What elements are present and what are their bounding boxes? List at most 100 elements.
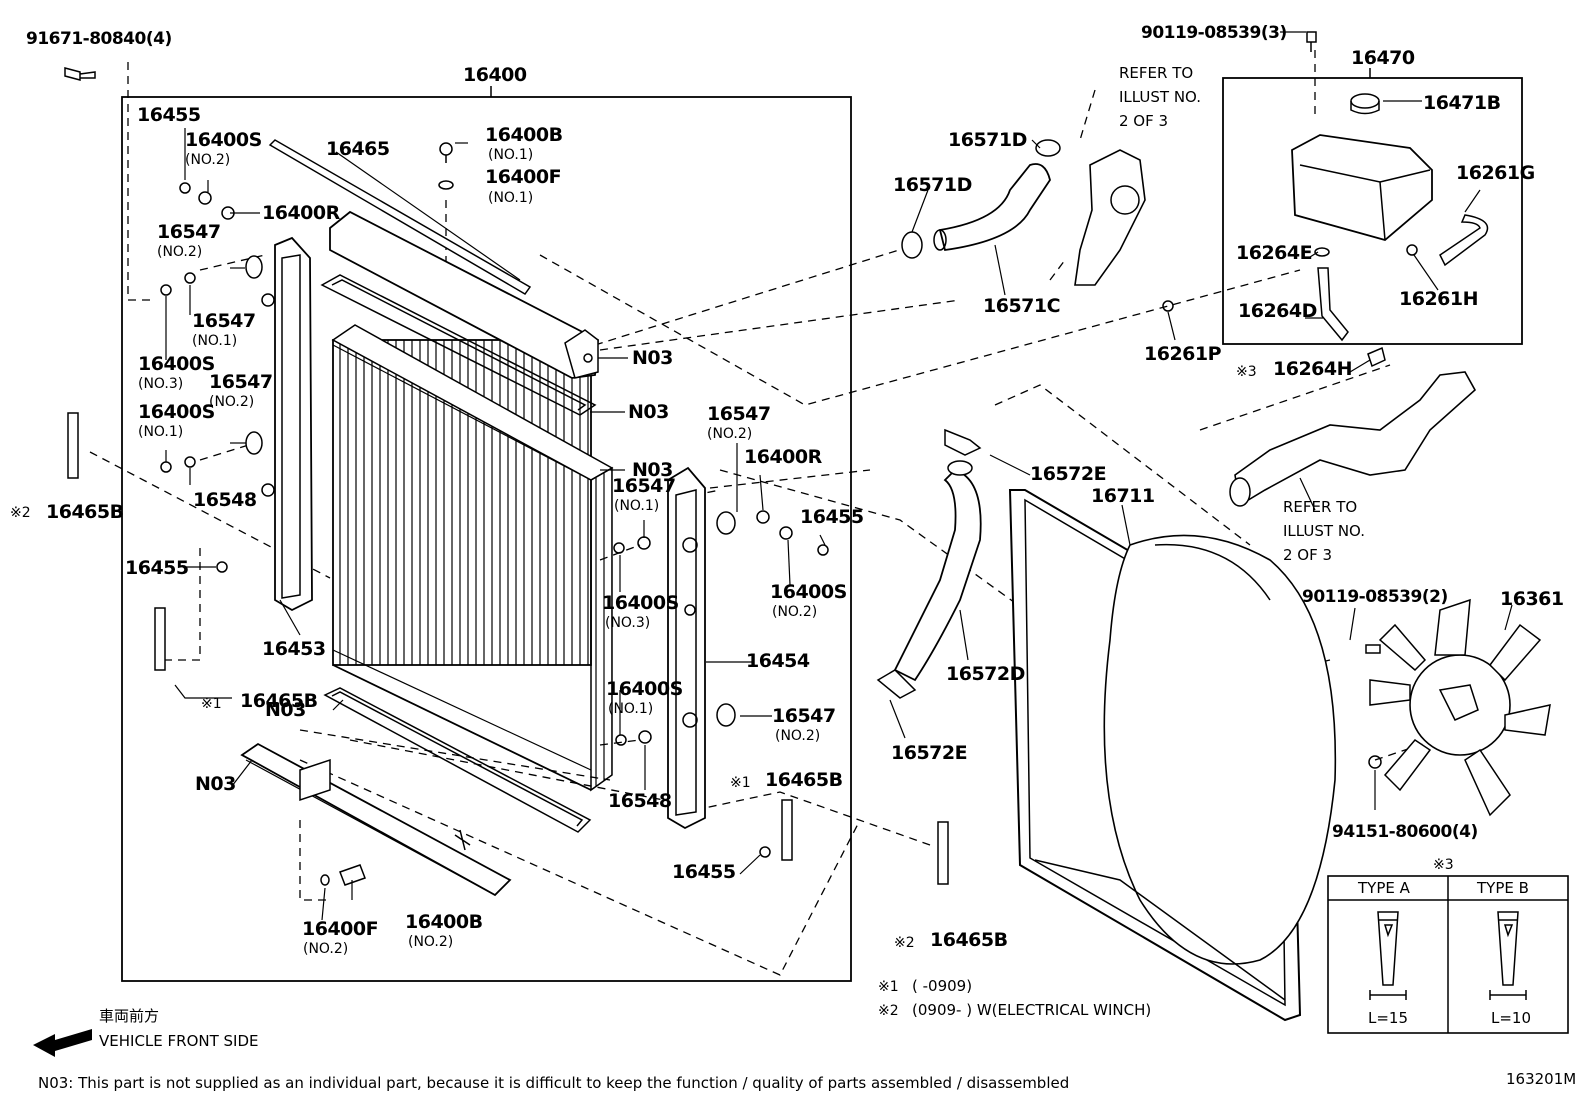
upper-gasket xyxy=(320,274,597,416)
part-16400F-note: (NO.2) xyxy=(303,941,349,957)
part-16547-note: (NO.2) xyxy=(157,244,203,260)
seal-strip-b xyxy=(154,607,166,671)
footnote-mark-2: ※2 xyxy=(878,1003,899,1019)
type-a-length: L=15 xyxy=(1368,1009,1409,1027)
part-16400F: 16400F xyxy=(485,166,562,188)
refer-note-line1: REFER TO xyxy=(1119,64,1194,82)
part-16465B: 16465B xyxy=(46,501,124,523)
part-16400S: 16400S xyxy=(606,678,683,700)
left-side-support xyxy=(261,236,313,612)
part-N03: N03 xyxy=(632,347,673,369)
footnote-1-text: ( -0909) xyxy=(912,977,973,995)
seal-strip-a xyxy=(67,412,79,479)
part-16471B: 16471B xyxy=(1423,92,1501,114)
note-mark-1: ※1 xyxy=(730,775,751,791)
part-16547-note: (NO.1) xyxy=(614,498,660,514)
part-16400S-note: (NO.2) xyxy=(772,604,818,620)
part-16572E: 16572E xyxy=(891,742,968,764)
coolant-reservoir xyxy=(1162,31,1489,368)
diagram-code: 163201M xyxy=(1506,1070,1577,1088)
part-16465B: 16465B xyxy=(240,690,318,712)
cooling-fan xyxy=(1365,598,1551,817)
part-16400F: 16400F xyxy=(302,918,379,940)
part-16455: 16455 xyxy=(800,506,864,528)
part-16547-note: (NO.2) xyxy=(707,426,753,442)
part-16400B: 16400B xyxy=(405,911,483,933)
part-16400B-note: (NO.2) xyxy=(408,934,454,950)
part-16400S: 16400S xyxy=(602,592,679,614)
part-16400B: 16400B xyxy=(485,124,563,146)
part-16547-note: (NO.1) xyxy=(192,333,238,349)
part-16465: 16465 xyxy=(326,138,390,160)
part-16400S: 16400S xyxy=(185,129,262,151)
refer-note-line3: 2 OF 3 xyxy=(1119,112,1169,130)
note-mark-1: ※1 xyxy=(201,696,222,712)
front-label-jp: 車両前方 xyxy=(99,1007,160,1025)
part-16361: 16361 xyxy=(1500,588,1564,610)
note-mark-2: ※2 xyxy=(894,935,915,951)
upper-hose xyxy=(901,139,1061,259)
solid-leaders xyxy=(165,31,1513,921)
part-16400S: 16400S xyxy=(138,401,215,423)
type-b-length: L=10 xyxy=(1491,1009,1532,1027)
part-16571C: 16571C xyxy=(983,295,1061,317)
footnote-2-text: (0909- ) W(ELECTRICAL WINCH) xyxy=(912,1001,1152,1019)
part-16400S-note: (NO.3) xyxy=(138,376,184,392)
part-16547: 16547 xyxy=(772,705,836,727)
refer-note-line3: 2 OF 3 xyxy=(1283,546,1333,564)
part-16547: 16547 xyxy=(612,475,676,497)
part-16400S: 16400S xyxy=(138,353,215,375)
right-side-support xyxy=(667,466,706,830)
footnote-mark-1: ※1 xyxy=(878,979,899,995)
part-16455: 16455 xyxy=(137,104,201,126)
part-16400R: 16400R xyxy=(262,202,340,224)
type-table-mark: ※3 xyxy=(1433,857,1454,873)
radiator-assembly-frame xyxy=(121,96,852,982)
part-16571D: 16571D xyxy=(893,174,972,196)
part-16547-note: (NO.2) xyxy=(775,728,821,744)
seal-strip-d xyxy=(937,821,949,885)
part-N03: N03 xyxy=(265,699,306,721)
note-mark-3: ※3 xyxy=(1236,364,1257,380)
part-16400S: 16400S xyxy=(770,581,847,603)
note-mark-2: ※2 xyxy=(10,505,31,521)
fan-shroud xyxy=(1008,489,1337,1022)
part-16264E: 16264E xyxy=(1236,242,1313,264)
part-16547: 16547 xyxy=(192,310,256,332)
part-16261P: 16261P xyxy=(1144,343,1222,365)
reservoir-box xyxy=(1222,77,1523,345)
part-16400R: 16400R xyxy=(744,446,822,468)
part-16453: 16453 xyxy=(262,638,326,660)
part-16400F-note: (NO.1) xyxy=(488,190,534,206)
part-16711: 16711 xyxy=(1091,485,1155,507)
part-N03: N03 xyxy=(195,773,236,795)
part-16455: 16455 xyxy=(125,557,189,579)
part-16400S-note: (NO.3) xyxy=(605,615,651,631)
top-seal xyxy=(268,139,532,295)
part-16548: 16548 xyxy=(193,489,257,511)
upper-tank xyxy=(329,210,599,379)
part-94151-80600: 94151-80600(4) xyxy=(1332,822,1478,842)
part-N03: N03 xyxy=(632,459,673,481)
refer-note-line2: ILLUST NO. xyxy=(1283,522,1366,540)
type-b-header: TYPE B xyxy=(1477,879,1529,897)
water-outlet xyxy=(1074,149,1146,286)
part-16264H: 16264H xyxy=(1273,358,1353,380)
part-16547-note: (NO.2) xyxy=(209,394,255,410)
part-16261H: 16261H xyxy=(1399,288,1479,310)
part-16400-assembly: 16400 xyxy=(463,64,527,86)
lower-hose xyxy=(876,428,982,699)
type-a-header: TYPE A xyxy=(1358,879,1410,897)
seal-strip-c xyxy=(781,799,793,861)
part-16572D: 16572D xyxy=(946,663,1025,685)
part-16264D: 16264D xyxy=(1238,300,1317,322)
part-16400B-note: (NO.1) xyxy=(488,147,534,163)
part-91671-80840: 91671-80840(4) xyxy=(26,29,172,49)
part-90119-08539: 90119-08539(3) xyxy=(1141,23,1287,43)
small-fasteners xyxy=(64,67,829,886)
refer-note-line1: REFER TO xyxy=(1283,498,1358,516)
part-N03: N03 xyxy=(628,401,669,423)
hose-type-table xyxy=(1327,875,1569,1034)
part-16572E: 16572E xyxy=(1030,463,1107,485)
part-16547: 16547 xyxy=(157,221,221,243)
